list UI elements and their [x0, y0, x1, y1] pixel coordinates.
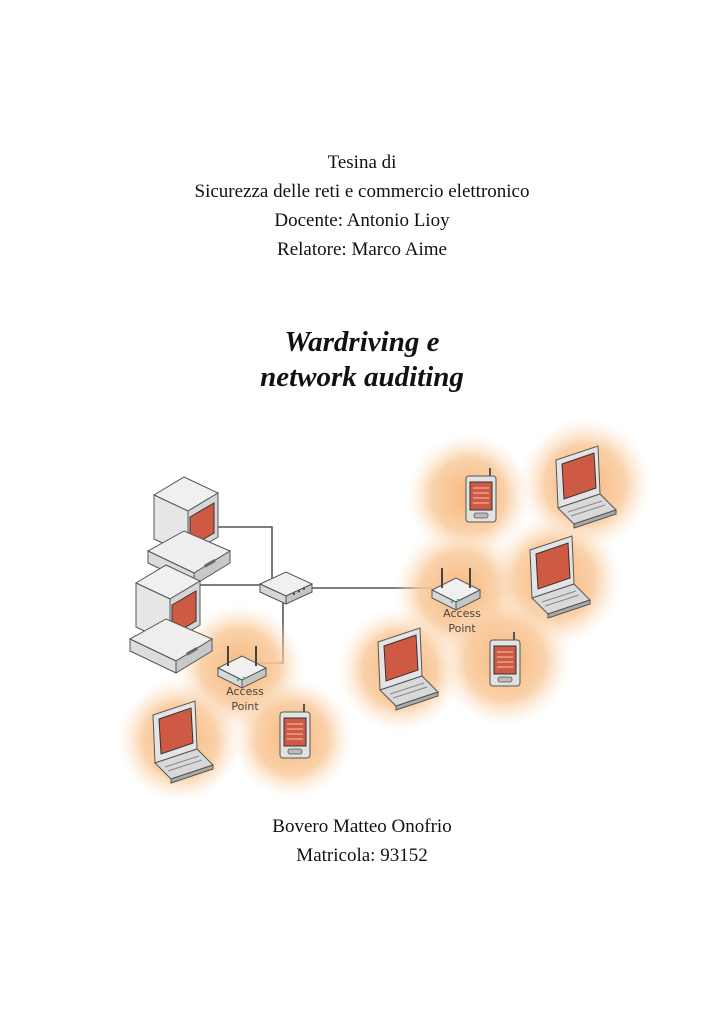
course-name: Sicurezza delle reti e commercio elettro…: [194, 181, 530, 202]
header-intro: Tesina di: [327, 152, 397, 173]
author-name: Bovero Matteo Onofrio: [272, 816, 452, 837]
title-line-2: network auditing: [260, 361, 464, 393]
supervisor-label: Relatore:: [277, 239, 347, 260]
author-info: Bovero Matteo Onofrio Matricola: 93152: [0, 812, 724, 870]
teacher-name: Antonio Lioy: [346, 210, 450, 231]
thesis-header: Tesina di Sicurezza delle reti e commerc…: [0, 148, 724, 264]
title-line-1: Wardriving e: [284, 326, 440, 358]
matricola-label: Matricola:: [296, 845, 376, 866]
matricola-line: Matricola: 93152: [0, 841, 724, 870]
access-point-label: Point: [448, 622, 476, 635]
document-title: Wardriving e network auditing: [0, 325, 724, 395]
access-point-label: Access: [226, 685, 264, 698]
pda-icon: [465, 467, 497, 523]
network-switch-icon: [258, 571, 314, 605]
supervisor-line: Relatore: Marco Aime: [0, 235, 724, 264]
access-point-label: Point: [231, 700, 259, 713]
supervisor-name: Marco Aime: [351, 239, 447, 260]
desktop-computer-icon: [129, 564, 213, 674]
pda-icon: [489, 631, 521, 687]
access-point-label: Access: [443, 607, 481, 620]
teacher-label: Docente:: [274, 210, 343, 231]
teacher-line: Docente: Antonio Lioy: [0, 206, 724, 235]
pda-icon: [279, 703, 311, 759]
matricola-number: 93152: [380, 845, 428, 866]
